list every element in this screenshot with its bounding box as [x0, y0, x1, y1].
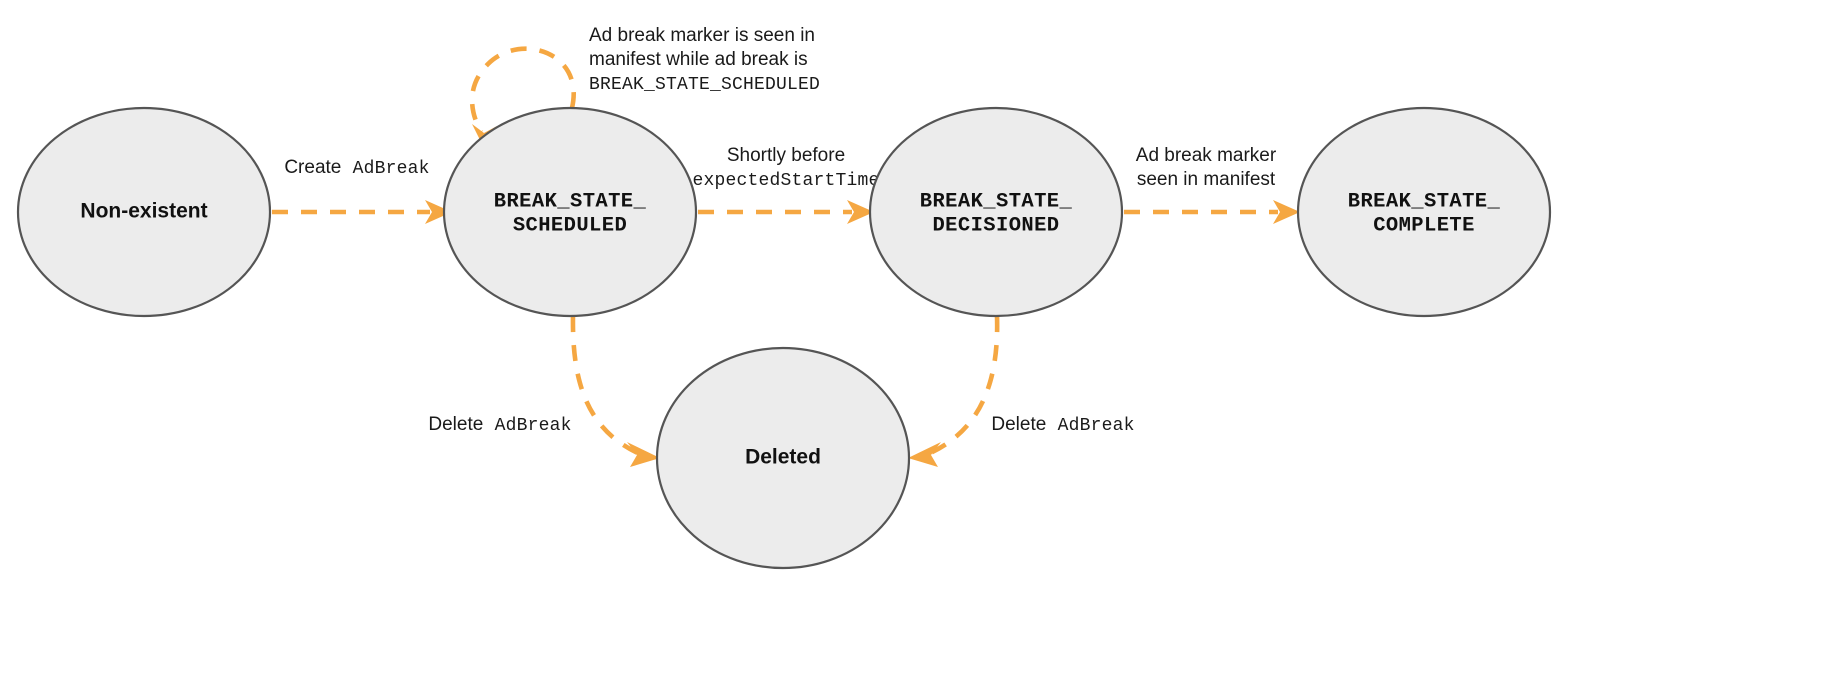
edge-scheduled-to-deleted-arrowhead [627, 442, 660, 467]
edge-create-adbreak-label-sans: Create [284, 157, 341, 178]
edge-decisioned-to-deleted-arrowhead [908, 442, 941, 467]
edge-decisioned-to-deleted-line [927, 315, 1000, 457]
edge-scheduled-to-decisioned: Shortly before expectedStartTime [692, 145, 879, 224]
node-break-state-scheduled[interactable]: BREAK_STATE_ SCHEDULED [442, 106, 698, 318]
node-non-existent-label: Non-existent [80, 200, 207, 223]
node-break-state-complete-shape[interactable] [1296, 106, 1552, 318]
edge-decisioned-to-complete-label-line1: Ad break marker [1136, 145, 1277, 166]
edge-decisioned-to-deleted-label-sans: Delete [991, 414, 1046, 435]
node-break-state-scheduled-label-line1: BREAK_STATE_ [494, 190, 647, 213]
node-break-state-decisioned-label-line1: BREAK_STATE_ [920, 190, 1073, 213]
node-deleted-label: Deleted [745, 446, 821, 469]
node-break-state-decisioned[interactable]: BREAK_STATE_ DECISIONED [868, 106, 1124, 318]
node-break-state-scheduled-label-line2: SCHEDULED [513, 214, 627, 237]
edge-decisioned-to-deleted-label-mono: AdBreak [1058, 416, 1135, 436]
annot-selfloop-line3: BREAK_STATE_SCHEDULED [589, 75, 820, 95]
node-deleted[interactable]: Deleted [655, 346, 911, 570]
edge-decisioned-to-complete-arrowhead [1273, 200, 1300, 224]
edge-scheduled-self-loop-line [469, 46, 576, 134]
edge-scheduled-to-decisioned-label-line2: expectedStartTime [692, 171, 879, 191]
node-break-state-decisioned-label-line2: DECISIONED [932, 214, 1059, 237]
node-break-state-complete[interactable]: BREAK_STATE_ COMPLETE [1296, 106, 1552, 318]
edge-scheduled-self-loop: Ad break marker is seen in manifest whil… [469, 25, 820, 152]
edge-decisioned-to-deleted: Delete AdBreak [908, 315, 1134, 467]
node-non-existent-shape[interactable] [16, 106, 272, 318]
annot-selfloop-line2: manifest while ad break is [589, 49, 808, 70]
edge-scheduled-to-deleted: Delete AdBreak [428, 315, 660, 467]
node-break-state-complete-label-line1: BREAK_STATE_ [1348, 190, 1501, 213]
edge-create-adbreak: Create AdBreak [272, 157, 452, 224]
annot-selfloop-line1: Ad break marker is seen in [589, 25, 815, 46]
node-deleted-shape[interactable] [655, 346, 911, 570]
node-break-state-scheduled-shape[interactable] [442, 106, 698, 318]
node-break-state-decisioned-shape[interactable] [868, 106, 1124, 318]
node-non-existent[interactable]: Non-existent [16, 106, 272, 318]
edge-decisioned-to-complete-label-line2: seen in manifest [1137, 169, 1276, 190]
edge-scheduled-to-decisioned-arrowhead [847, 200, 874, 224]
node-break-state-complete-label-line2: COMPLETE [1373, 214, 1475, 237]
edge-scheduled-to-deleted-label-sans: Delete [428, 414, 483, 435]
edge-decisioned-to-deleted-label: Delete AdBreak [991, 414, 1134, 436]
edge-scheduled-to-deleted-label: Delete AdBreak [428, 414, 571, 436]
edge-create-adbreak-arrowhead [425, 200, 452, 224]
edge-create-adbreak-label-mono: AdBreak [353, 159, 430, 179]
edge-create-adbreak-label: Create AdBreak [284, 157, 429, 179]
edge-decisioned-to-complete: Ad break marker seen in manifest [1124, 145, 1300, 224]
edge-scheduled-to-deleted-line [570, 315, 641, 457]
edge-scheduled-to-deleted-label-mono: AdBreak [495, 416, 572, 436]
edge-scheduled-to-decisioned-label-line1: Shortly before [727, 145, 845, 166]
